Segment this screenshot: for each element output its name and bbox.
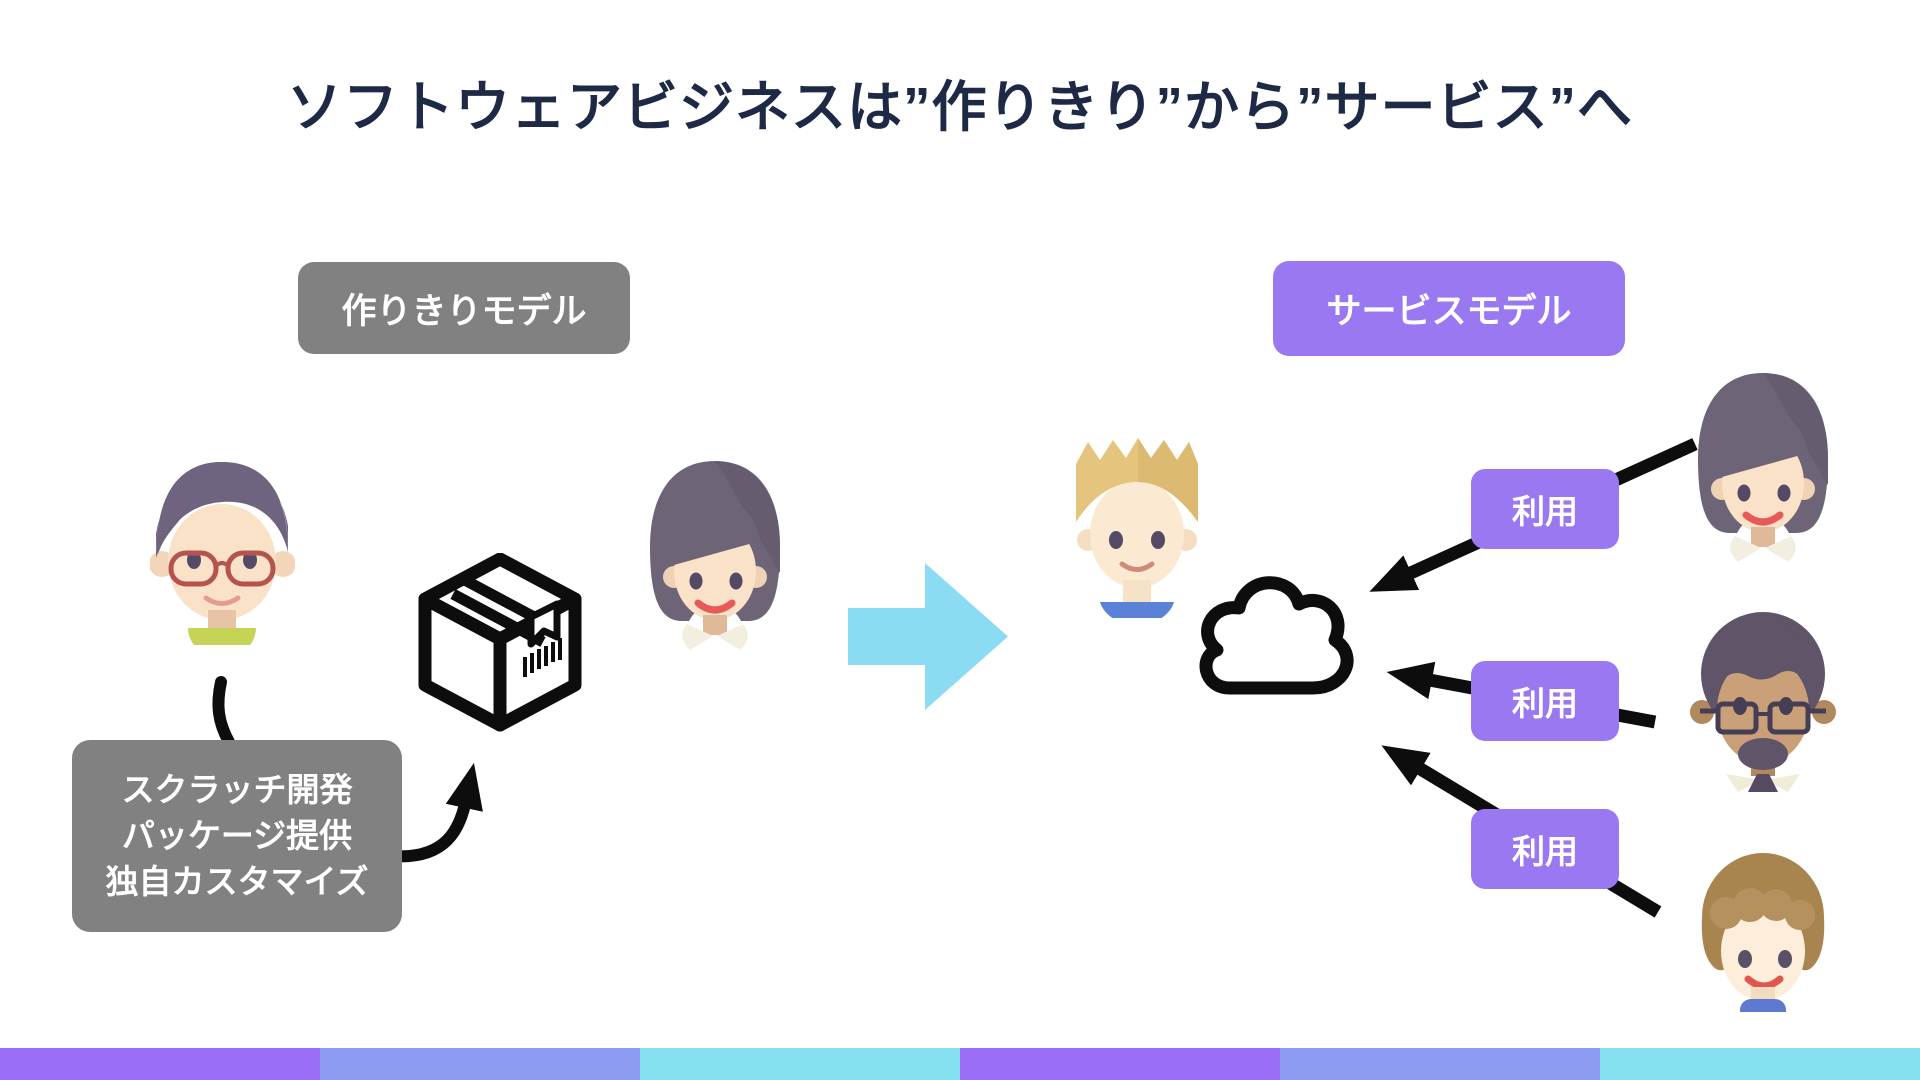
note-line: スクラッチ開発 [121,770,353,808]
provider-avatar [1076,438,1198,618]
note-line: 独自カスタマイズ [105,863,369,901]
connector-line [212,676,235,748]
cloud-icon [1199,576,1354,695]
page-title: ソフトウェアビジネスは”作りきり”から”サービス”へ [286,76,1633,138]
curved-arrow-icon [386,762,483,863]
user-avatar-3 [1701,853,1825,1012]
note-box: スクラッチ開発 パッケージ提供 独自カスタマイズ [72,740,402,932]
arrow-right-icon [848,563,1008,710]
usage-badge-1: 利用 [1471,469,1619,549]
service-model-badge: サービスモデル [1273,261,1625,356]
stripe-segment [1600,1048,1920,1080]
stripe-segment [320,1048,640,1080]
stripe-segment [0,1048,320,1080]
stripe-segment [1280,1048,1600,1080]
customer-avatar [650,461,780,653]
note-line: パッケージ提供 [121,816,353,854]
stripe-segment [640,1048,960,1080]
developer-avatar [150,462,295,645]
legacy-model-badge: 作りきりモデル [298,262,630,354]
package-icon [418,553,582,732]
stripe-segment [960,1048,1280,1080]
user-avatar-2 [1690,612,1836,792]
footer-stripe [0,1048,1920,1080]
usage-badge-2: 利用 [1471,661,1619,741]
usage-badge-3: 利用 [1471,809,1619,889]
user-avatar-1 [1698,373,1828,565]
